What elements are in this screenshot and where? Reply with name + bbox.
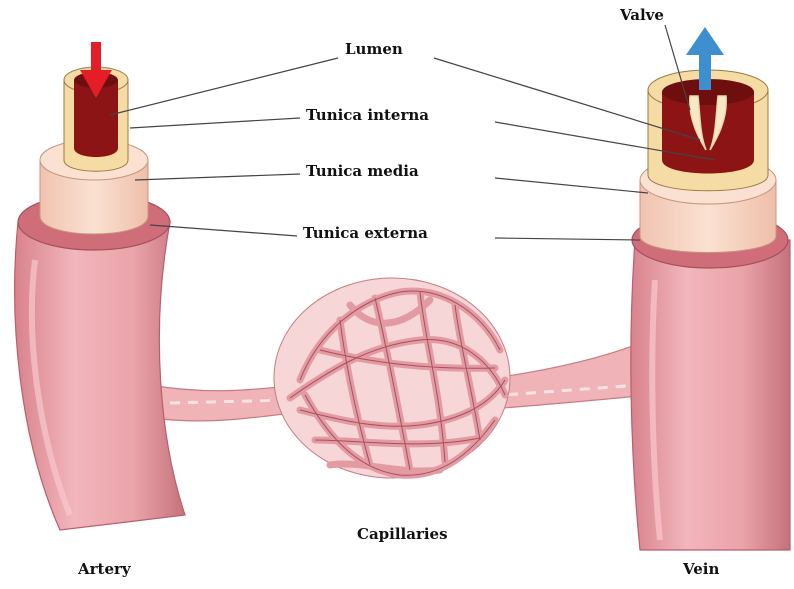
label-lumen: Lumen: [345, 42, 403, 57]
label-tunica-interna: Tunica interna: [306, 108, 429, 123]
capillary-bed: [274, 278, 510, 478]
vein: [631, 27, 790, 550]
leader-tunica-media-vein: [495, 178, 648, 193]
label-tunica-externa: Tunica externa: [303, 226, 428, 241]
leader-tunica-media-artery: [135, 174, 300, 180]
leader-lines: [110, 25, 715, 240]
label-valve: Valve: [620, 8, 664, 23]
label-capillaries: Capillaries: [357, 527, 448, 542]
artery: [15, 42, 185, 530]
leader-tunica-externa-vein: [495, 238, 640, 240]
label-vein: Vein: [683, 562, 719, 577]
label-tunica-media: Tunica media: [306, 164, 419, 179]
label-artery: Artery: [78, 562, 131, 577]
leader-tunica-externa-artery: [150, 225, 297, 236]
artery-tunica-externa: [15, 222, 185, 530]
leader-tunica-interna-artery: [130, 118, 300, 128]
leader-lumen-artery: [110, 58, 338, 115]
